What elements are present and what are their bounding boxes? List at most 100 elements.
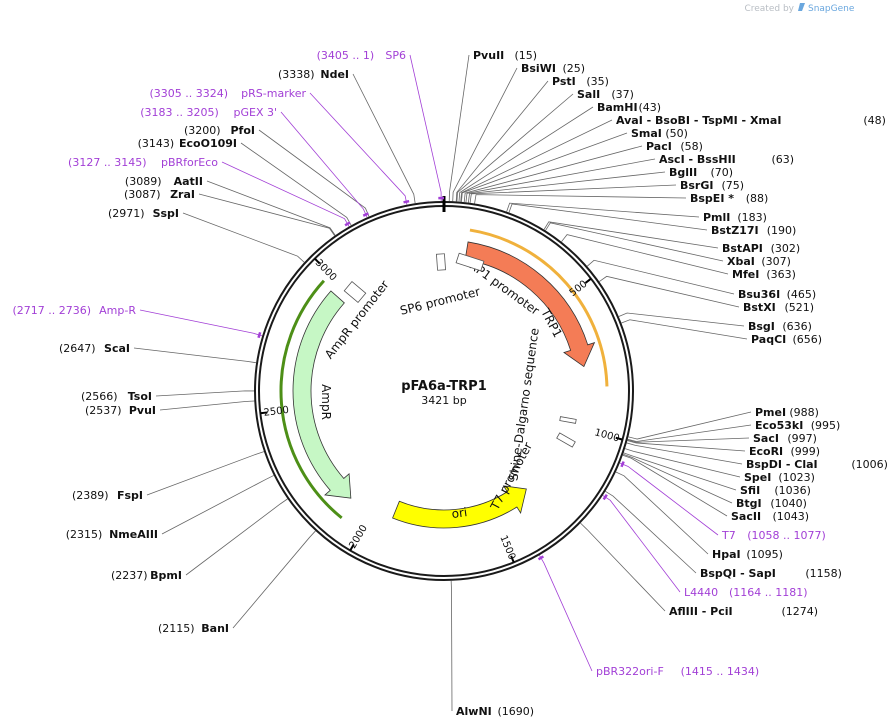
scale-tick-label: 1500	[497, 534, 517, 562]
enzyme-hpai-position: (1095)	[746, 548, 783, 561]
enzyme-nmeaiii-position: (2315)	[66, 528, 103, 541]
enzyme-aatii-position: (3089)	[125, 175, 162, 188]
enzyme-bspqi-sapi-position: (1158)	[805, 567, 842, 580]
enzyme-leader-line	[185, 498, 288, 576]
primer-binding-mark	[537, 555, 545, 561]
credit-text: Created by	[744, 4, 794, 14]
enzyme-bstz17i-position: (190)	[767, 224, 797, 237]
enzyme-scai-label: ScaI	[104, 342, 130, 355]
enzyme-bstxi-label: BstXI	[743, 301, 776, 314]
enzyme-pmli-position: (183)	[737, 211, 767, 224]
enzyme-leader-line	[626, 442, 743, 465]
primer-pgex-3-label: pGEX 3'	[233, 106, 277, 119]
enzyme-bglii-label: BglII	[669, 166, 697, 179]
primer-binding-mark	[362, 212, 369, 217]
snapgene-logo-icon	[798, 3, 805, 11]
brand-text: SnapGene	[808, 4, 855, 14]
enzyme-leader-line	[615, 471, 709, 555]
enzyme-pmli-label: PmlI	[703, 211, 730, 224]
enzyme-leader-line	[232, 530, 316, 629]
scale-tick-mark	[260, 411, 268, 415]
enzyme-bamhi-label: BamHI	[597, 101, 638, 114]
enzyme-leader-line	[627, 437, 750, 443]
enzyme-leader-line	[561, 234, 729, 275]
shine-dalgarno-glyph	[559, 416, 577, 424]
enzyme-bsrgi-label: BsrGI	[680, 179, 713, 192]
primer-leader-line	[409, 54, 442, 202]
enzyme-sacii-position: (1043)	[773, 510, 810, 523]
enzyme-sspi-position: (2971)	[108, 207, 145, 220]
enzyme-leader-line	[461, 132, 628, 202]
enzyme-tsoi-label: TsoI	[128, 390, 152, 403]
enzyme-bpmi-label: BpmI	[150, 569, 182, 582]
enzyme-saci-label: SacI	[753, 432, 779, 445]
enzyme-sali-label: SalI	[577, 88, 600, 101]
enzyme-alwni-label: AlwNI	[456, 705, 492, 718]
primer-leader-line	[139, 309, 263, 337]
enzyme-bspdi-clai-position: (1006)	[851, 458, 888, 471]
enzyme-pvuii-label: PvuII	[473, 49, 504, 62]
trp1-orf-arc	[469, 228, 609, 387]
feature-ori-label: ori	[451, 505, 468, 521]
enzyme-spei-label: SpeI	[744, 471, 771, 484]
enzyme-sfii-position: (1036)	[774, 484, 811, 497]
enzyme-eco53ki-position: (995)	[811, 419, 841, 432]
scale-tick-mark	[314, 257, 321, 265]
enzyme-leader-line	[623, 453, 733, 504]
enzyme-leader-line	[545, 222, 724, 262]
enzyme-psti-position: (35)	[586, 75, 609, 88]
enzyme-leader-line	[455, 80, 549, 202]
enzyme-nmeaiii-label: NmeAIII	[109, 528, 158, 541]
enzyme-ndei-position: (3338)	[278, 68, 315, 81]
primer-leader-line	[602, 495, 681, 593]
enzyme-bglii-position: (70)	[711, 166, 734, 179]
enzyme-psti-label: PstI	[552, 75, 576, 88]
feature-ampr-arrow	[292, 290, 352, 499]
enzyme-spei-position: (1023)	[778, 471, 815, 484]
primer-l4440-position: (1164 .. 1181)	[729, 586, 808, 599]
primer-binding-mark	[257, 331, 262, 339]
site-labels: PvuII(15)BsiWI(25)PstI(35)SalI(37)BamHI(…	[12, 49, 888, 718]
enzyme-leader-line	[543, 221, 719, 249]
enzyme-btgi-position: (1040)	[770, 497, 807, 510]
enzyme-zrai-position: (3087)	[124, 188, 161, 201]
enzyme-leader-line	[146, 451, 265, 496]
enzyme-bspqi-sapi-label: BspQI - SapI	[700, 567, 776, 580]
enzyme-sacii-label: SacII	[731, 510, 761, 523]
primer-pbrforeco-position: (3127 .. 3145)	[68, 156, 147, 169]
enzyme-paci-position: (58)	[680, 140, 703, 153]
feature-ampr-label: AmpR	[319, 384, 333, 420]
enzyme-xbai-position: (307)	[761, 255, 791, 268]
enzyme-leader-line	[465, 158, 656, 203]
enzyme-ecori-label: EcoRI	[749, 445, 783, 458]
enzyme-bpmi-position: (2237)	[111, 569, 148, 582]
enzyme-fspi-label: FspI	[117, 489, 143, 502]
primer-amp-r-label: Amp-R	[99, 304, 136, 317]
enzyme-leader-line	[450, 580, 453, 712]
enzyme-avai-bsobi-tspmi-xmai-label: AvaI - BsoBI - TspMI - XmaI	[616, 114, 781, 127]
enzyme-ndei-label: NdeI	[320, 68, 349, 81]
enzyme-leader-line	[155, 390, 255, 397]
enzyme-pfoi-position: (3200)	[184, 124, 221, 137]
enzyme-smai-label: SmaI	[631, 127, 662, 140]
sp6-promoter-glyph	[436, 253, 446, 271]
enzyme-leader-line	[605, 490, 697, 574]
ampr-orf-arc	[279, 279, 343, 520]
enzyme-leader-line	[198, 193, 335, 236]
enzyme-leader-line	[456, 93, 574, 202]
scale-tick-mark	[510, 555, 515, 563]
primer-pbrforeco-label: pBRforEco	[161, 156, 218, 169]
enzyme-mfei-position: (363)	[766, 268, 796, 281]
enzyme-eco53ki-label: Eco53kI	[755, 419, 803, 432]
enzyme-bsiwi-label: BsiWI	[521, 62, 556, 75]
plasmid-name: pFA6a-TRP1	[401, 379, 487, 394]
enzyme-pvui-position: (2537)	[85, 404, 122, 417]
enzyme-tsoi-position: (2566)	[81, 390, 118, 403]
enzyme-asci-bsshii-label: AscI - BssHII	[659, 153, 736, 166]
enzyme-leader-line	[628, 411, 752, 440]
enzyme-leader-line	[586, 259, 735, 295]
enzyme-leader-line	[458, 106, 594, 202]
enzyme-leader-line	[622, 454, 728, 517]
site-marks	[257, 196, 625, 561]
